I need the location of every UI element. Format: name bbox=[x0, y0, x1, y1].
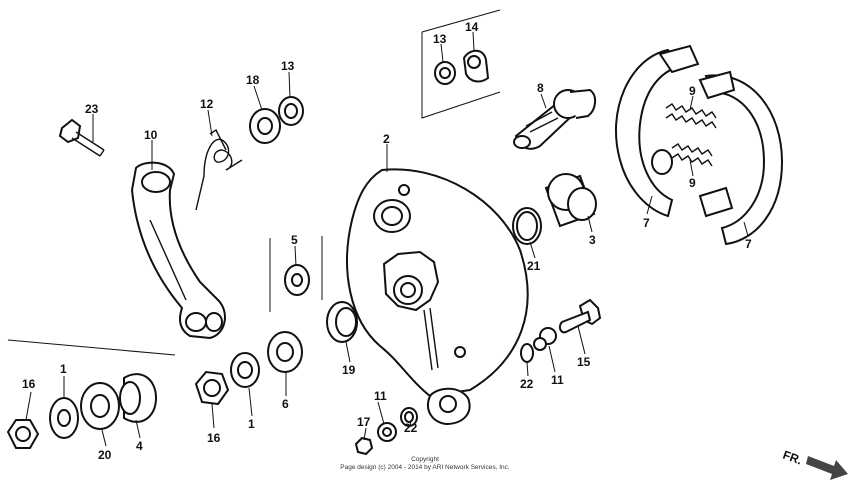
brake-panel-2 bbox=[346, 168, 529, 426]
callout-22: 22 bbox=[520, 377, 534, 391]
callout-9: 9 bbox=[689, 176, 696, 190]
callout-6: 6 bbox=[282, 397, 289, 411]
brake-shoe-7-rear bbox=[615, 44, 700, 218]
washer-22-right bbox=[520, 343, 534, 363]
callout-23: 23 bbox=[85, 102, 99, 116]
pin-11-right bbox=[533, 327, 557, 351]
callout-11: 11 bbox=[551, 373, 564, 387]
seal-19 bbox=[326, 301, 358, 343]
callout-10: 10 bbox=[144, 128, 158, 142]
callout-16: 16 bbox=[22, 377, 36, 391]
callout-20: 20 bbox=[98, 448, 112, 462]
washer-22-lower bbox=[400, 407, 418, 427]
bolt-15 bbox=[558, 298, 602, 334]
nut-16-left bbox=[6, 419, 40, 449]
pin-11-lower bbox=[377, 422, 397, 442]
callout-11: 11 bbox=[374, 389, 387, 403]
callout-13: 13 bbox=[281, 59, 295, 73]
callout-14: 14 bbox=[465, 20, 479, 34]
bearing-6 bbox=[267, 331, 303, 373]
bushing-3 bbox=[544, 173, 597, 228]
bolt-23 bbox=[58, 118, 105, 157]
collar-4 bbox=[119, 373, 158, 423]
kit-bracket-5 bbox=[269, 236, 323, 312]
return-spring-9-upper bbox=[665, 103, 717, 129]
copyright-line-2: Page design (c) 2004 - 2014 by ARI Netwo… bbox=[340, 464, 510, 471]
washer-18 bbox=[249, 108, 281, 144]
plate-14 bbox=[462, 49, 490, 83]
callout-18: 18 bbox=[246, 73, 260, 87]
callout-5: 5 bbox=[291, 233, 298, 247]
callout-17: 17 bbox=[357, 415, 371, 429]
collar-1-right bbox=[230, 352, 260, 388]
washer-5 bbox=[284, 264, 310, 296]
callout-7: 7 bbox=[643, 216, 650, 230]
callout-4: 4 bbox=[136, 439, 143, 453]
seal-13-kit bbox=[434, 61, 456, 85]
callout-8: 8 bbox=[537, 81, 544, 95]
return-spring-9-lower bbox=[671, 143, 713, 167]
front-direction-indicator: FR. bbox=[781, 448, 848, 480]
brake-arm-10 bbox=[130, 161, 226, 340]
kit-bracket-left bbox=[7, 339, 176, 356]
spacer-20 bbox=[80, 382, 120, 430]
callout-19: 19 bbox=[342, 363, 356, 377]
callout-2: 2 bbox=[383, 132, 390, 146]
callout-13: 13 bbox=[433, 32, 447, 46]
spring-12 bbox=[195, 128, 243, 211]
callout-9: 9 bbox=[689, 84, 696, 98]
arrow-right-icon bbox=[806, 456, 848, 480]
callout-22: 22 bbox=[404, 421, 418, 435]
leader-lines bbox=[25, 31, 749, 447]
cam-8 bbox=[513, 88, 596, 150]
callout-15: 15 bbox=[577, 355, 591, 369]
nut-16-right bbox=[194, 370, 230, 406]
copyright-notice: Copyright Page design (c) 2004 - 2014 by… bbox=[300, 456, 550, 472]
callout-16: 16 bbox=[207, 431, 221, 445]
kit-bracket-13-14 bbox=[421, 9, 501, 119]
callout-21: 21 bbox=[527, 259, 541, 273]
nut-17 bbox=[354, 436, 374, 456]
callout-12: 12 bbox=[200, 97, 214, 111]
o-ring-21 bbox=[512, 207, 542, 245]
fr-label: FR. bbox=[781, 448, 804, 468]
brake-shoe-7-front bbox=[698, 70, 784, 246]
seal-13-upper bbox=[278, 96, 304, 126]
collar-1-left bbox=[49, 397, 79, 439]
callout-1: 1 bbox=[248, 417, 255, 431]
copyright-line-1: Copyright bbox=[411, 456, 439, 463]
callout-3: 3 bbox=[589, 233, 596, 247]
callout-7: 7 bbox=[745, 237, 752, 251]
callout-1: 1 bbox=[60, 362, 67, 376]
